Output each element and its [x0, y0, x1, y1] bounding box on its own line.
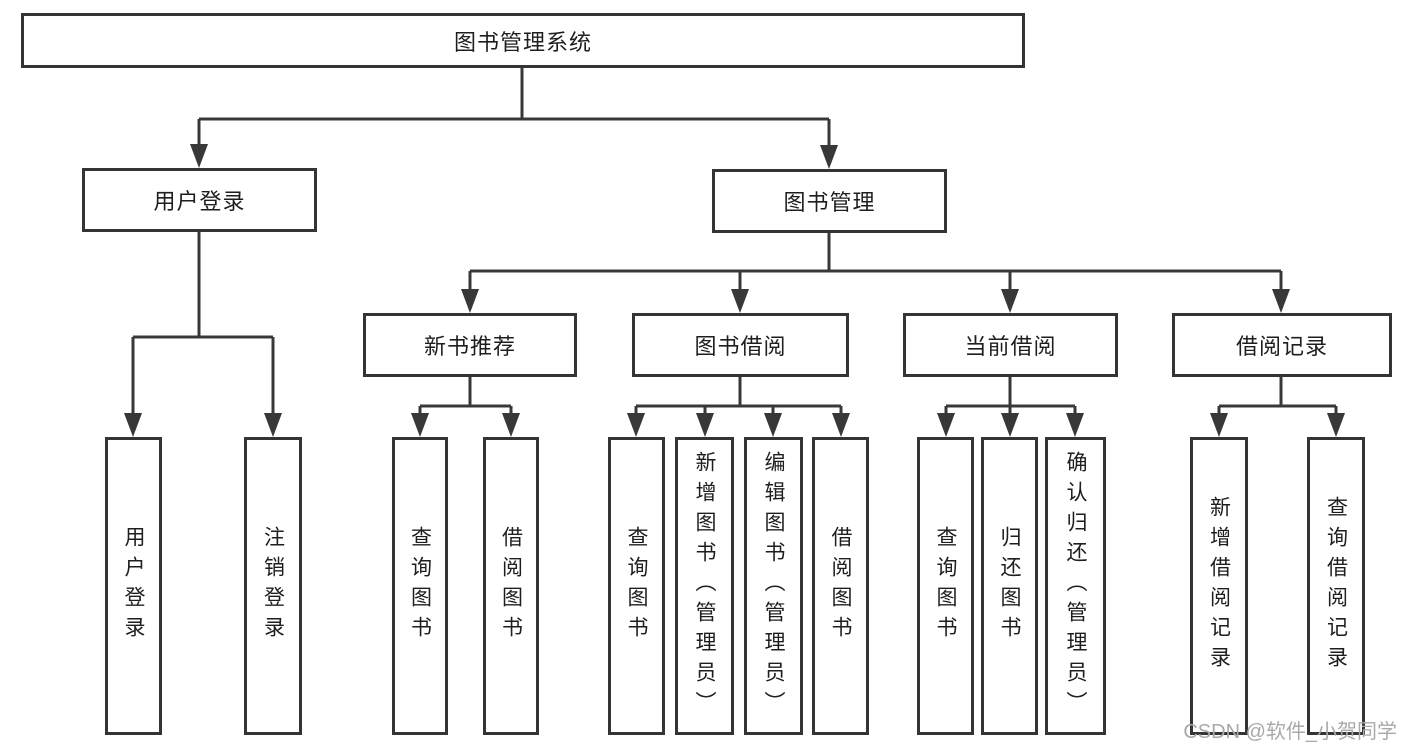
node-new-book-recommend: 新书推荐 [363, 313, 577, 377]
leaf-borrow-book-recommend: 借阅图书 [483, 437, 539, 735]
leaf-borrow-book: 借阅图书 [812, 437, 869, 735]
node-book-borrow: 图书借阅 [632, 313, 849, 377]
leaf-user-login: 用户登录 [105, 437, 162, 735]
node-book-management: 图书管理 [712, 169, 947, 233]
node-root-system: 图书管理系统 [21, 13, 1025, 68]
leaf-add-book-admin: 新增图书（管理员） [675, 437, 734, 735]
csdn-watermark: CSDN @软件_小贺同学 [1183, 721, 1397, 743]
leaf-logout: 注销登录 [244, 437, 302, 735]
leaf-add-borrow-record: 新增借阅记录 [1190, 437, 1248, 735]
node-borrow-record: 借阅记录 [1172, 313, 1392, 377]
leaf-query-book-recommend: 查询图书 [392, 437, 448, 735]
node-current-borrow: 当前借阅 [903, 313, 1118, 377]
node-user-login: 用户登录 [82, 168, 317, 232]
leaf-query-borrow-record: 查询借阅记录 [1307, 437, 1365, 735]
leaf-return-book: 归还图书 [981, 437, 1038, 735]
leaf-query-book-borrow: 查询图书 [608, 437, 665, 735]
leaf-query-book-current: 查询图书 [917, 437, 974, 735]
leaf-confirm-return-admin: 确认归还（管理员） [1045, 437, 1106, 735]
leaf-edit-book-admin: 编辑图书（管理员） [744, 437, 803, 735]
